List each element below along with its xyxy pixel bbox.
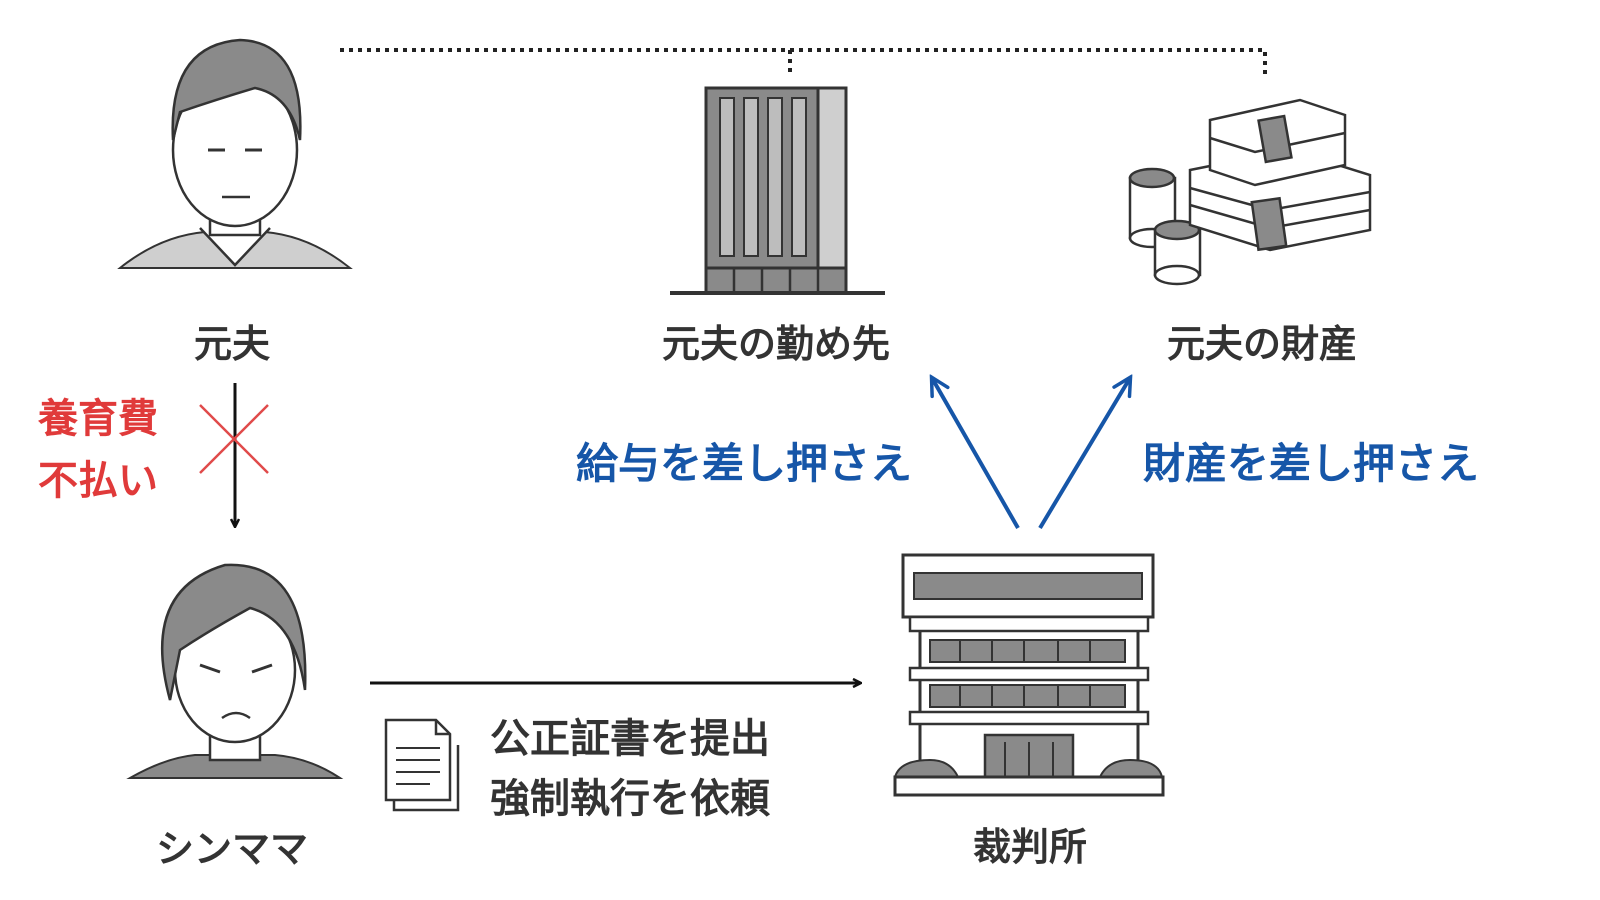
office-building-icon [670,86,885,295]
single-mom-icon [126,563,344,779]
label-property: 元夫の財産 [1167,322,1357,366]
label-unpaid-line1: 養育費 [37,396,158,442]
label-request-line2: 強制執行を依頼 [490,776,771,822]
salary-seizure-arrow [932,378,1020,529]
label-ex-husband: 元夫 [194,322,270,366]
property-seizure-arrow [1038,378,1130,530]
label-court: 裁判所 [973,825,1087,869]
label-property-seizure: 財産を差し押さえ [1143,439,1479,488]
label-unpaid-line2: 不払い [38,458,158,504]
money-icon [1128,98,1372,286]
ex-husband-icon [117,38,353,269]
label-salary-seizure: 給与を差し押さえ [576,439,912,488]
ownership-connector [340,48,1267,75]
label-request-line1: 公正証書を提出 [490,716,770,762]
label-single-mom: シンママ [156,827,308,871]
unpaid-cross-mark [199,404,269,474]
document-icon [384,718,460,812]
court-building-icon [893,553,1165,797]
label-employer: 元夫の勤め先 [662,322,890,366]
